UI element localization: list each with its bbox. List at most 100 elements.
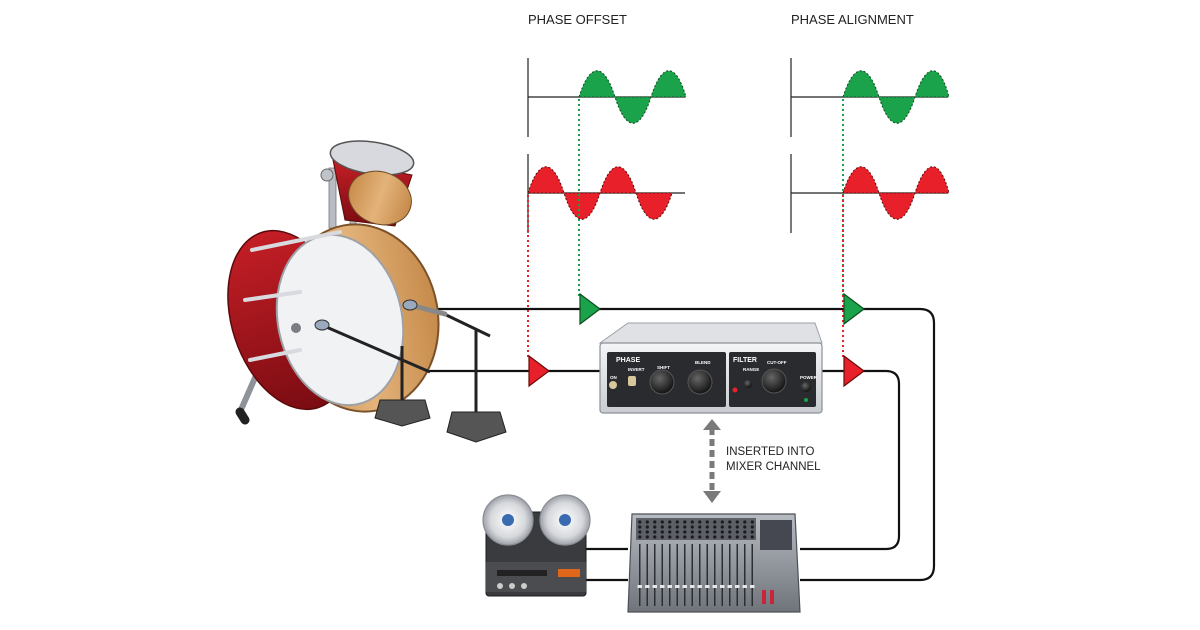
mixer-knob[interactable] [668, 520, 672, 524]
mixer-knob[interactable] [743, 520, 747, 524]
mixer-fader[interactable] [742, 585, 748, 588]
mixer-knob[interactable] [653, 525, 657, 529]
mixer-knob[interactable] [645, 535, 649, 539]
mixer-knob[interactable] [713, 535, 717, 539]
mixer-knob[interactable] [735, 535, 739, 539]
mixer-fader[interactable] [682, 585, 688, 588]
mixer-knob[interactable] [675, 530, 679, 534]
mixer-knob[interactable] [638, 525, 642, 529]
mixer-knob[interactable] [675, 520, 679, 524]
mixer-knob[interactable] [728, 520, 732, 524]
mixer-knob[interactable] [743, 530, 747, 534]
mixer-knob[interactable] [713, 525, 717, 529]
mixer-knob[interactable] [660, 530, 664, 534]
mixer-knob[interactable] [720, 530, 724, 534]
mixer-knob[interactable] [705, 535, 709, 539]
mixer-knob[interactable] [713, 530, 717, 534]
mixer-knob[interactable] [660, 525, 664, 529]
range-label: RANGE [743, 367, 759, 372]
mixer-channel-strip [721, 544, 723, 606]
mixer-knob[interactable] [653, 530, 657, 534]
mixer-fader[interactable] [712, 585, 718, 588]
mixer-knob[interactable] [698, 530, 702, 534]
mixer-knob[interactable] [653, 520, 657, 524]
dotted-guides [527, 99, 844, 357]
mixer-knob[interactable] [645, 525, 649, 529]
phase-offset-title: PHASE OFFSET [528, 12, 627, 27]
mixer-knob[interactable] [735, 520, 739, 524]
filter-section-label: FILTER [733, 357, 757, 364]
range-switch[interactable] [744, 380, 752, 388]
mixer-knob[interactable] [675, 535, 679, 539]
mixer-knob[interactable] [660, 535, 664, 539]
mixer-channel-strip [661, 544, 663, 606]
mixer-knob[interactable] [698, 535, 702, 539]
mixer-fader[interactable] [735, 585, 740, 588]
mixer-knob[interactable] [645, 530, 649, 534]
mixer-knob[interactable] [728, 525, 732, 529]
mixer-fader[interactable] [705, 585, 710, 588]
mixer-knob[interactable] [750, 535, 754, 539]
mixer-knob[interactable] [690, 525, 694, 529]
power-switch[interactable] [801, 382, 811, 392]
mixer-knob[interactable] [638, 530, 642, 534]
cutoff-knob[interactable] [761, 368, 787, 394]
mixer-knob[interactable] [713, 520, 717, 524]
mixer-knob[interactable] [728, 535, 732, 539]
mixer-knob[interactable] [638, 535, 642, 539]
mixer-knob[interactable] [728, 530, 732, 534]
shift-knob[interactable] [649, 369, 675, 395]
mixer-knob[interactable] [705, 520, 709, 524]
mixer-knob[interactable] [750, 520, 754, 524]
mixer-knob[interactable] [683, 530, 687, 534]
blend-label: BLEND [695, 360, 711, 365]
mixer-knob[interactable] [705, 530, 709, 534]
mixer-knob[interactable] [653, 535, 657, 539]
mixer-knob[interactable] [720, 535, 724, 539]
mixer-fader[interactable] [667, 585, 673, 588]
mixer-knob[interactable] [668, 530, 672, 534]
mixer-knob[interactable] [735, 530, 739, 534]
phase-section-label: PHASE [616, 357, 640, 364]
mixer-knob[interactable] [750, 525, 754, 529]
mixer-fader[interactable] [637, 585, 643, 588]
mixer-knob[interactable] [668, 525, 672, 529]
invert-switch[interactable] [628, 376, 636, 386]
mixer-fader[interactable] [675, 585, 680, 588]
mixer-knob[interactable] [668, 535, 672, 539]
mixer-knob[interactable] [735, 525, 739, 529]
mixer-fader[interactable] [652, 585, 658, 588]
mixer-fader[interactable] [720, 585, 725, 588]
mixer-knob[interactable] [683, 535, 687, 539]
mixer-fader[interactable] [660, 585, 665, 588]
mixer-knob[interactable] [743, 535, 747, 539]
mixer-knob[interactable] [750, 530, 754, 534]
mixer-fader[interactable] [750, 585, 755, 588]
mixer-knob[interactable] [720, 520, 724, 524]
mixer-knob[interactable] [675, 525, 679, 529]
mixer-knob[interactable] [690, 535, 694, 539]
mixer-fader[interactable] [690, 585, 695, 588]
mixer-knob[interactable] [660, 520, 664, 524]
mixer-knob[interactable] [698, 525, 702, 529]
mixer-knob[interactable] [645, 520, 649, 524]
mixer-knob[interactable] [720, 525, 724, 529]
on-switch[interactable] [609, 381, 617, 389]
mixer-knob[interactable] [698, 520, 702, 524]
mixer-knob[interactable] [690, 520, 694, 524]
blend-knob[interactable] [687, 369, 713, 395]
mixer-channel-strip [751, 544, 753, 606]
mixer-knob[interactable] [705, 525, 709, 529]
phase-alignment-red-graph [790, 154, 950, 233]
mixer-knob[interactable] [683, 520, 687, 524]
mixer-fader[interactable] [727, 585, 733, 588]
mixer-knob[interactable] [683, 525, 687, 529]
mixer-fader[interactable] [645, 585, 650, 588]
mixer-channel-strip [669, 544, 671, 606]
power-label: POWER [800, 375, 818, 380]
mixer-knob[interactable] [638, 520, 642, 524]
mixer-knob[interactable] [690, 530, 694, 534]
mixer-fader[interactable] [697, 585, 703, 588]
cutoff-label: CUT-OFF [767, 360, 787, 365]
mixer-knob[interactable] [743, 525, 747, 529]
